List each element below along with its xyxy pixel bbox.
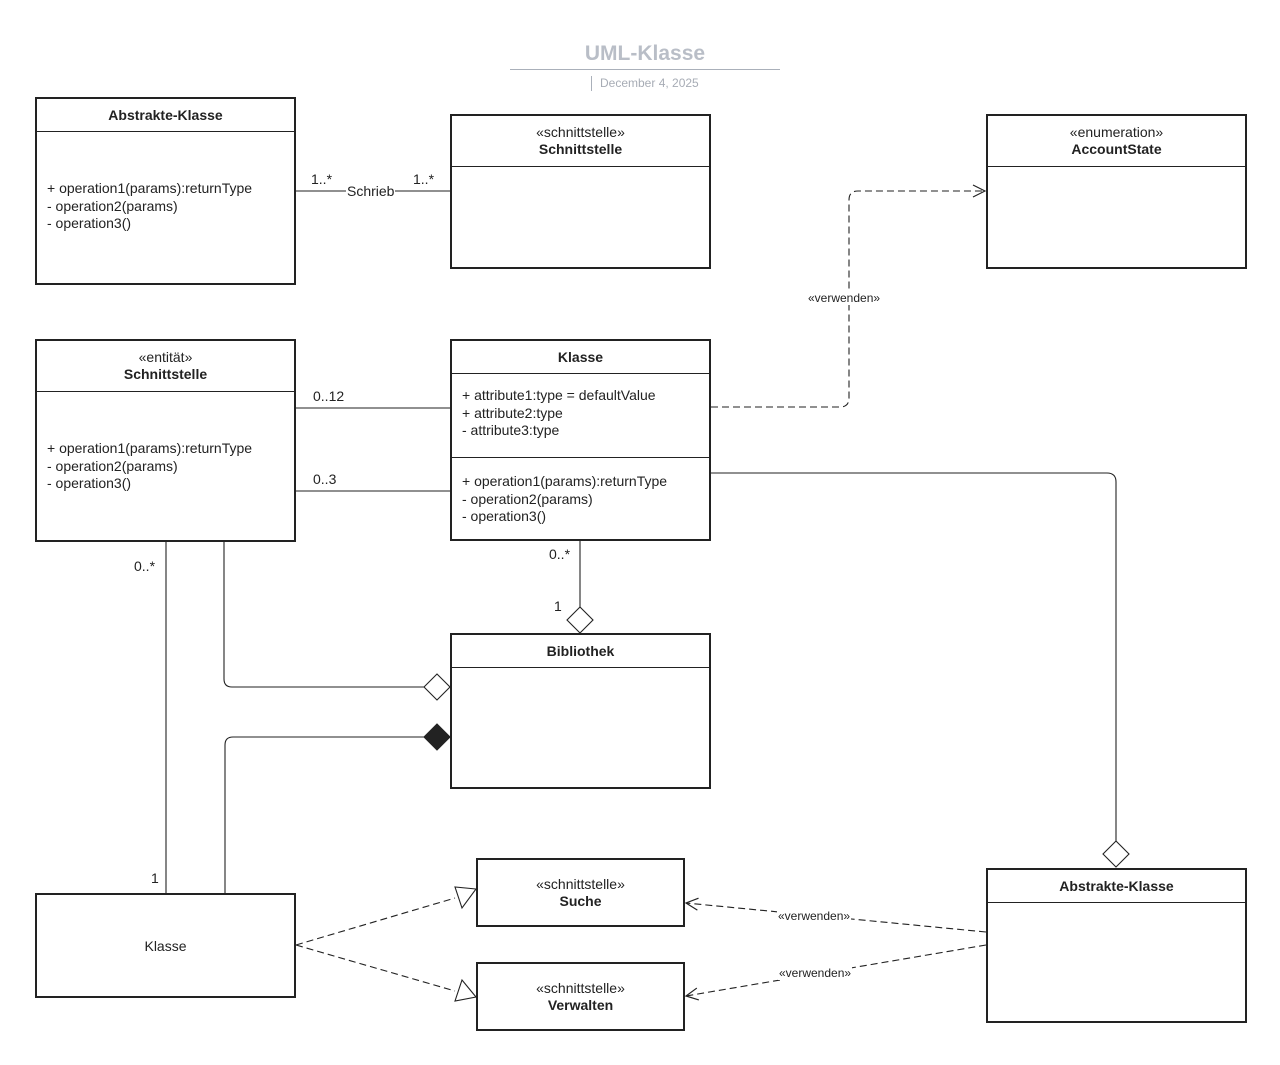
dep-verwenden-suche-line (686, 903, 987, 933)
class-stereotype: «entität» (138, 349, 193, 365)
attribute-item: + attribute1:type = defaultValue (462, 387, 656, 403)
attribute-item: - attribute3:type (462, 422, 560, 438)
operation-item: - operation3() (47, 215, 132, 231)
page-date: December 4, 2025 (600, 76, 699, 90)
label-verwenden-enum: «verwenden» (807, 291, 882, 305)
class-header: «schnittstelle» Schnittstelle (452, 116, 709, 167)
class-interface-verwalten[interactable]: «schnittstelle» Verwalten (476, 962, 685, 1031)
class-name: Schnittstelle (538, 141, 623, 157)
label-schrieb: Schrieb (346, 183, 396, 199)
operation-item: + operation1(params):returnType (47, 440, 253, 456)
attribute-item: + attribute2:type (462, 404, 563, 421)
class-header: Klasse (452, 341, 709, 374)
operation-item: - operation3() (47, 475, 132, 491)
operation-item: - operation2(params) (462, 490, 593, 507)
mult-bibliothek-klasse-bottom: 1 (554, 598, 562, 614)
attributes-compartment: + attribute1:type = defaultValue + attri… (452, 374, 709, 457)
class-header: «schnittstelle» Suche (478, 860, 683, 925)
agg-entity-bibliothek-line (223, 542, 424, 688)
realize-triangle-suche (454, 886, 478, 910)
label-verwenden-suche: «verwenden» (777, 909, 852, 923)
operations-compartment: + operation1(params):returnType - operat… (452, 457, 709, 526)
title-underline (510, 69, 780, 70)
mult-entity-klasse-bottom: 1 (151, 870, 159, 886)
agg-klasse-abstract-line (711, 472, 1117, 842)
mult-schrieb-right: 1..* (413, 171, 435, 187)
agg-diamond-bibliothek-left (423, 673, 451, 701)
class-header: «schnittstelle» Verwalten (478, 964, 683, 1029)
comp-diamond-bibliothek-left (423, 723, 451, 751)
class-name: AccountState (1071, 141, 1162, 157)
class-abstract-top[interactable]: Abstrakte-Klasse + operation1(params):re… (35, 97, 296, 285)
class-enum-accountstate[interactable]: «enumeration» AccountState (986, 114, 1247, 269)
mult-0-3: 0..3 (313, 471, 337, 487)
class-header: Abstrakte-Klasse (37, 99, 294, 132)
class-name: Schnittstelle (123, 366, 208, 382)
class-header: «entität» Schnittstelle (37, 341, 294, 392)
class-name: Verwalten (547, 996, 614, 1013)
mult-entity-klasse-top: 0..* (134, 558, 156, 574)
comp-klasse-bibliothek-line (224, 736, 424, 894)
label-verwenden-verwalten: «verwenden» (778, 966, 853, 980)
operation-item: - operation2(params) (47, 457, 178, 474)
mult-0-12: 0..12 (313, 388, 345, 404)
class-header: «enumeration» AccountState (988, 116, 1245, 167)
dep-verwenden-verwalten-line (686, 944, 987, 996)
class-stereotype: «schnittstelle» (536, 979, 625, 996)
class-stereotype: «schnittstelle» (536, 875, 625, 892)
mult-schrieb-left: 1..* (311, 171, 333, 187)
class-abstract-bottom[interactable]: Abstrakte-Klasse (986, 868, 1247, 1023)
class-name: Suche (559, 892, 602, 909)
class-name: Klasse (557, 348, 604, 365)
class-entity[interactable]: «entität» Schnittstelle + operation1(par… (35, 339, 296, 542)
realize-verwalten-line (295, 944, 456, 992)
class-stereotype: «enumeration» (1069, 124, 1164, 140)
mult-bibliothek-klasse-top: 0..* (549, 546, 571, 562)
operation-item: + operation1(params):returnType (462, 473, 668, 489)
date-divider (591, 76, 592, 91)
operations-compartment: + operation1(params):returnType - operat… (37, 132, 294, 233)
class-header: Abstrakte-Klasse (988, 870, 1245, 903)
class-interface-suche[interactable]: «schnittstelle» Suche (476, 858, 685, 927)
class-name: Abstrakte-Klasse (108, 106, 223, 123)
operations-compartment: + operation1(params):returnType - operat… (37, 392, 294, 493)
page-title: UML-Klasse (584, 42, 706, 65)
realize-triangle-verwalten (454, 978, 478, 1002)
class-name: Klasse (144, 937, 187, 954)
class-bibliothek[interactable]: Bibliothek (450, 633, 711, 789)
class-name: Bibliothek (546, 642, 615, 659)
agg-diamond-abstract-bottom (1102, 840, 1130, 868)
class-klasse-bottom[interactable]: Klasse (35, 893, 296, 998)
class-header: Bibliothek (452, 635, 709, 668)
operation-item: + operation1(params):returnType (47, 180, 253, 196)
class-interface-top[interactable]: «schnittstelle» Schnittstelle (450, 114, 711, 269)
class-name: Abstrakte-Klasse (1059, 877, 1174, 894)
agg-diamond-bibliothek-top (566, 606, 594, 634)
class-stereotype: «schnittstelle» (536, 124, 625, 140)
operation-item: - operation3() (462, 508, 547, 524)
class-klasse-main[interactable]: Klasse + attribute1:type = defaultValue … (450, 339, 711, 541)
operation-item: - operation2(params) (47, 197, 178, 214)
realize-suche-line (295, 897, 456, 946)
